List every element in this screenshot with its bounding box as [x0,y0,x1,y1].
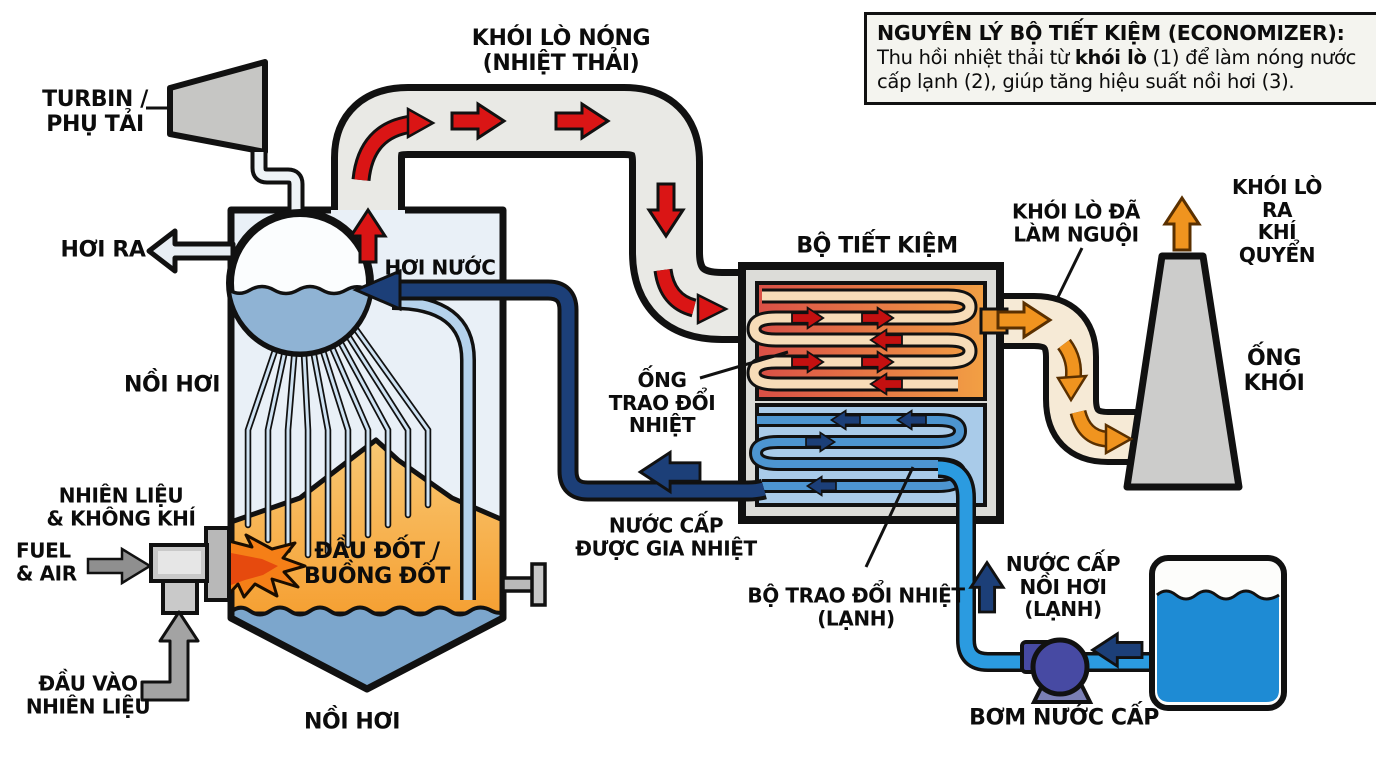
chimney-stack [1123,252,1243,491]
info-box-body-part1: Thu hồi nhiệt thải từ [877,46,1075,69]
label-fuel-air-vn: NHIÊN LIỆU & KHÔNG KHÍ [46,483,196,530]
boiler-side-stub [501,562,547,607]
feedwater-tank [1149,555,1287,711]
boiler-water [231,607,503,689]
turbine-steam-pipe [250,152,305,224]
boiler-tubes [244,310,432,559]
leader-lines [699,247,1084,568]
label-hot-flue-gas: KHÓI LÒ NÓNG (NHIỆT THẢI) [471,26,651,76]
label-fuel-air-en: FUEL & AIR [16,538,77,585]
label-steam-out: HƠI RA [60,237,146,263]
heated-feedwater-pipe [352,268,767,502]
burner [149,526,307,615]
label-heated-feedwater: NƯỚC CẤP ĐƯỢC GIA NHIỆT [575,513,757,560]
label-cold-feedwater: NƯỚC CẤP NỒI HƠI (LẠNH) [1005,552,1121,622]
label-cold-heat-exchanger: BỘ TRAO ĐỔI NHIỆT (LẠNH) [747,583,965,630]
label-steam-water: HƠI NƯỚC [384,255,496,280]
label-flue-to-atmosphere: KHÓI LÒ RA KHÍ QUYỂN [1232,174,1322,267]
label-economizer: BỘ TIẾT KIỆM [796,233,958,259]
label-turbine: TURBIN / PHỤ TẢI [42,87,148,137]
hot-flue-arrows [349,102,903,396]
turbine [146,59,305,224]
label-boiler-bottom: NỒI HƠI [304,709,400,735]
info-box-body-bold: khói lò [1074,46,1147,69]
info-box-title: NGUYÊN LÝ BỘ TIẾT KIỆM (ECONOMIZER): [877,21,1345,45]
label-boiler-left: NỒI HƠI [124,372,220,398]
label-chimney: ỐNG KHÓI [1243,346,1305,396]
downcomer-tube [391,294,476,600]
label-feedwater-pump: BƠM NƯỚC CẤP [969,705,1159,731]
cooled-flue-arrows [996,196,1201,456]
steam-out-arrow-icon [146,228,236,274]
label-cooled-flue-gas: KHÓI LÒ ĐÃ LÀM NGUỘI [1012,199,1140,246]
fuel-inlet-arrow-icon [140,610,200,702]
cold-feedwater-pipe [937,458,1150,672]
label-heat-exchange-tube: ỐNG TRAO ĐỔI NHIỆT [608,368,716,438]
label-fuel-inlet: ĐẦU VÀO NHIÊN LIỆU [25,671,151,718]
fuel-air-arrow-icon [86,546,153,586]
steam-drum [226,209,374,357]
feedwater-pump [1020,637,1094,704]
label-burner-chamber: ĐẦU ĐỐT / BUỒNG ĐỐT [303,539,451,589]
info-box-body-part2: (1) để làm nóng nước cấp lạnh (2), giúp … [877,46,1357,93]
economizer-principle-info-box: NGUYÊN LÝ BỘ TIẾT KIỆM (ECONOMIZER): Thu… [864,12,1376,105]
stack-exit-arrow-icon [1163,196,1201,252]
